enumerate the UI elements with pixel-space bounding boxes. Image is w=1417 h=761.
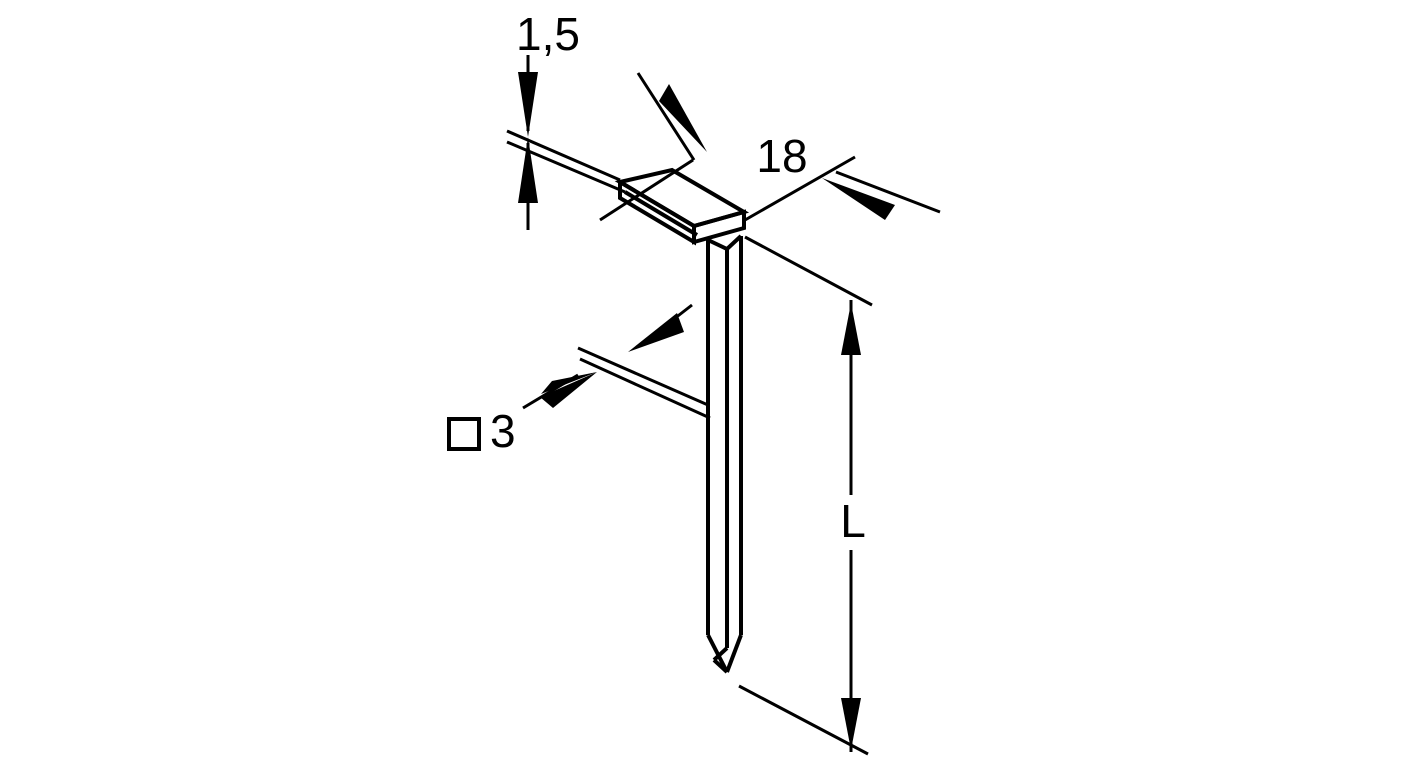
dimension-head-length: [599, 72, 941, 222]
nail-body-group: [614, 167, 750, 674]
nail-tip-center-facet-2: [712, 658, 729, 674]
arrowhead-nail-length-up: [841, 303, 861, 355]
ext-line-nail-length-bottom: [738, 684, 869, 756]
dimension-head-thickness-arrows: [518, 72, 538, 203]
arrowhead-head-thickness-up: [518, 137, 538, 203]
arrowhead-head-length-right: [659, 84, 707, 152]
dimension-label-nail-length: L: [840, 495, 866, 547]
arrowhead-shank-square-down-left: [628, 313, 684, 352]
dimension-label-head-thickness: 1,5: [516, 8, 580, 60]
dim-line-head-length-left: [636, 72, 696, 161]
dimension-label-shank-square-group: 3: [447, 405, 516, 457]
dim-line-head-length-right: [835, 170, 941, 214]
ext-line-head-thickness-upper: [506, 129, 621, 182]
arrowhead-shank-square-up-right-b: [540, 372, 597, 408]
nail-tip-right-facet: [725, 634, 743, 673]
dimension-label-shank-square: 3: [490, 405, 516, 457]
arrowhead-shank-square-up-right: [541, 372, 597, 394]
ext-line-shank-square-lower: [579, 357, 711, 420]
nail-tip-center-facet: [712, 646, 729, 662]
ext-line-shank-square-upper: [577, 346, 709, 407]
dimension-label-head-length: 18: [756, 130, 807, 182]
ext-line-head-length-right: [744, 155, 856, 222]
ext-line-nail-length-top: [744, 235, 873, 307]
dimension-shank-square-arrows: [540, 313, 684, 408]
arrowhead-head-thickness-down: [518, 72, 538, 137]
nail-tip-left-facet: [706, 634, 729, 673]
ext-line-head-length-left: [599, 158, 694, 222]
arrowhead-nail-length-down: [841, 698, 861, 750]
nail-head-front-crease: [623, 190, 699, 237]
arrowhead-head-length-left: [822, 178, 895, 220]
nail-head-right-face: [692, 209, 746, 245]
nail-shank-top-left-edge: [707, 234, 743, 252]
dimension-nail-length-arrows: [841, 303, 861, 750]
dimension-head-length-arrows: [659, 84, 895, 220]
square-symbol-icon: [447, 417, 481, 451]
